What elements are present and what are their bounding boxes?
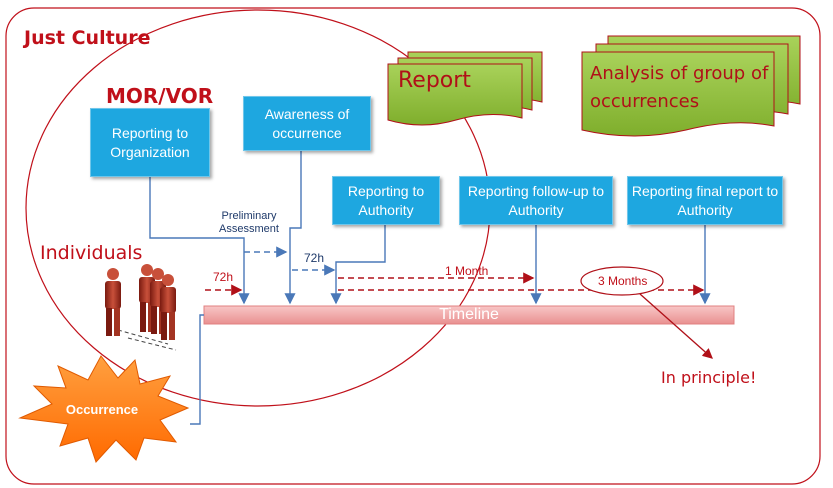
analysis-label: Analysis of group of occurrences bbox=[590, 63, 769, 112]
reporting-follow-up-text: Reporting follow-up to Authority bbox=[467, 182, 605, 218]
72h-blue-label: 72h bbox=[304, 251, 325, 265]
page-title: Just Culture bbox=[24, 27, 151, 49]
reporting-to-authority-box: Reporting to Authority bbox=[332, 176, 440, 225]
one-month-label: 1 Month bbox=[445, 264, 489, 278]
72h-red-label: 72h bbox=[213, 270, 234, 284]
in-principle-arrow bbox=[639, 293, 713, 359]
preliminary-assessment-label: Preliminary Assessment bbox=[219, 210, 279, 235]
connector-authority bbox=[330, 224, 386, 305]
analysis-document-stack-icon bbox=[581, 35, 801, 137]
reporting-follow-up-box: Reporting follow-up to Authority bbox=[459, 176, 613, 225]
connector-occurrence bbox=[190, 314, 204, 425]
mor-vor-label: MOR/VOR bbox=[106, 84, 214, 108]
connector-awareness bbox=[284, 149, 302, 305]
three-months-label: 3 Months bbox=[598, 274, 648, 288]
connector-org bbox=[149, 176, 250, 305]
awareness-of-occurrence-text: Awareness of occurrence bbox=[264, 105, 350, 141]
reporting-to-organization-box: Reporting to Organization bbox=[90, 108, 210, 177]
report-label: Report bbox=[398, 68, 471, 93]
timeline-label: Timeline bbox=[439, 306, 499, 323]
reporting-to-organization-text: Reporting to Organization bbox=[110, 124, 190, 160]
reporting-to-authority-text: Reporting to Authority bbox=[347, 182, 425, 218]
people-figures-icon bbox=[105, 264, 177, 351]
awareness-of-occurrence-box: Awareness of occurrence bbox=[243, 96, 371, 151]
report-document-stack-icon bbox=[387, 51, 543, 126]
in-principle-label: In principle! bbox=[661, 368, 757, 387]
three-months-ellipse bbox=[580, 266, 664, 296]
reporting-final-text: Reporting final report to Authority bbox=[631, 182, 779, 218]
occurrence-label: Occurrence bbox=[65, 402, 139, 417]
occurrence-starburst-icon bbox=[18, 355, 190, 463]
individuals-label: Individuals bbox=[40, 242, 143, 264]
reporting-final-box: Reporting final report to Authority bbox=[627, 176, 783, 225]
